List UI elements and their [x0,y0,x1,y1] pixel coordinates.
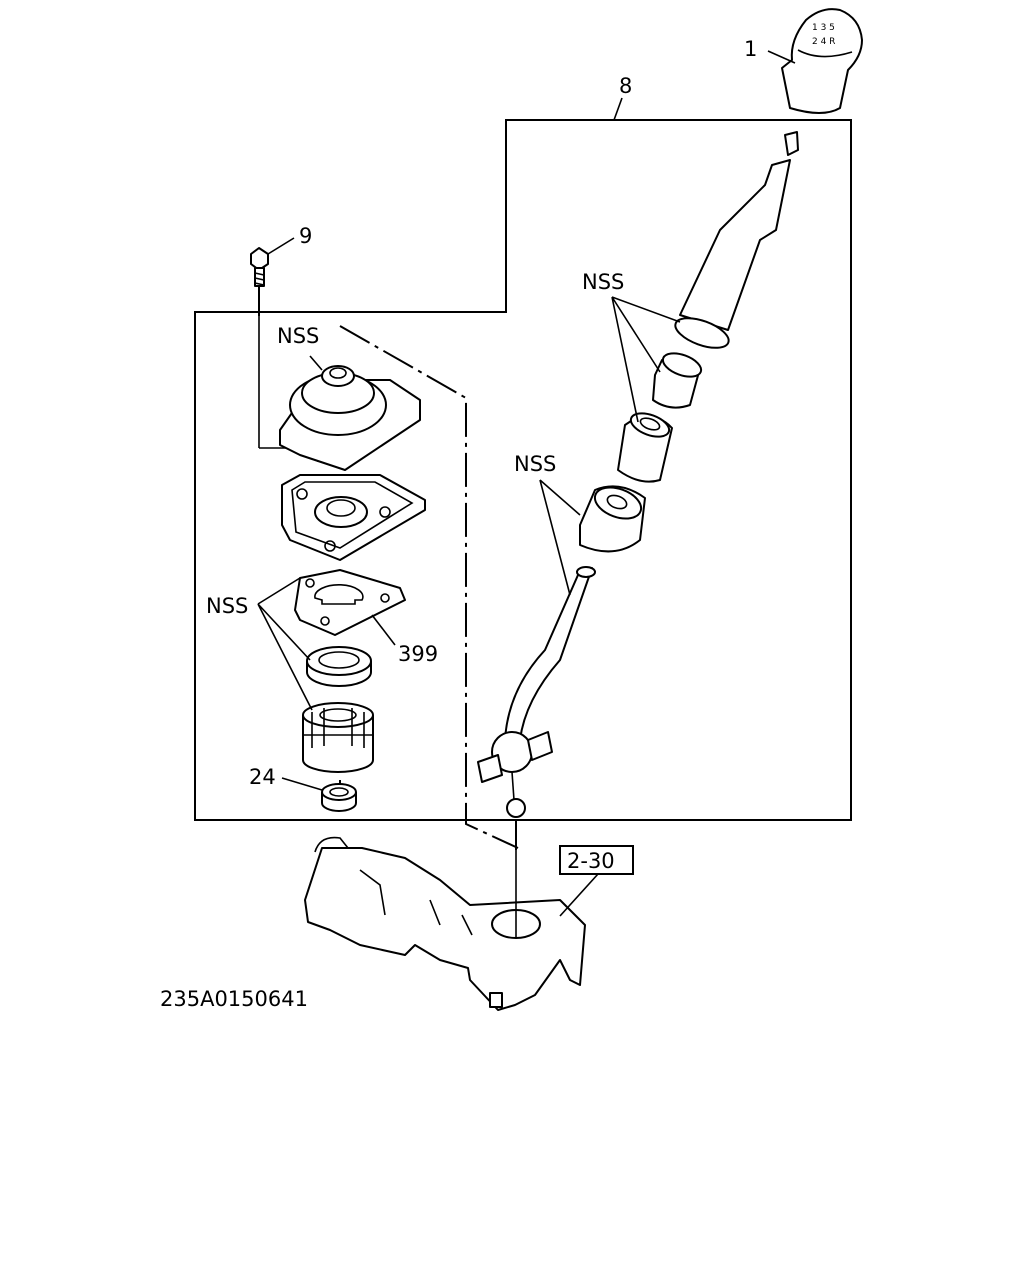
label-bolt: 9 [299,224,312,248]
leader-nss-lever-seat [539,479,581,596]
label-knob: 1 [744,37,757,61]
middle-bushing [617,412,673,483]
shift-lever-lower [477,566,596,818]
label-nss-lower-parts: NSS [206,594,248,618]
label-plate: 399 [398,642,438,666]
label-nss-cover: NSS [277,324,319,348]
leader-nss-lower-parts [257,577,313,711]
label-lever-assembly: 8 [619,74,632,98]
seal-ring [306,646,372,687]
knob-pattern-top: 1 3 5 [812,23,835,33]
upper-bushing [652,352,703,409]
lower-bushing [302,702,374,773]
assembly-path-line [339,325,519,849]
bolt [250,247,269,287]
leader-nss-cover [309,355,323,371]
label-cap: 24 [249,765,276,789]
reference-box [559,845,634,875]
shift-lever-upper [674,131,799,349]
lever-seat [579,485,646,553]
leader-knob [767,50,796,64]
leader-plate [371,614,396,646]
transmission-housing [304,836,586,1011]
cap [321,783,357,812]
shift-knob: 1 3 5 2 4 R [781,8,863,114]
label-reference: 2-30 [567,849,615,873]
shift-boot-cover [279,365,421,471]
drawing-number: 235A0150641 [160,987,308,1011]
label-nss-lever-seat: NSS [514,452,556,476]
knob-pattern-bottom: 2 4 R [812,37,835,47]
leader-cap [281,777,323,791]
label-nss-bushings: NSS [582,270,624,294]
leader-nss-bushings [611,296,681,423]
retainer-plate [294,569,406,636]
leader-lever-assembly [613,97,623,121]
leader-reference [559,873,599,917]
leader-bolt [267,237,295,255]
gasket [281,474,426,561]
assembly-frame [194,119,852,821]
